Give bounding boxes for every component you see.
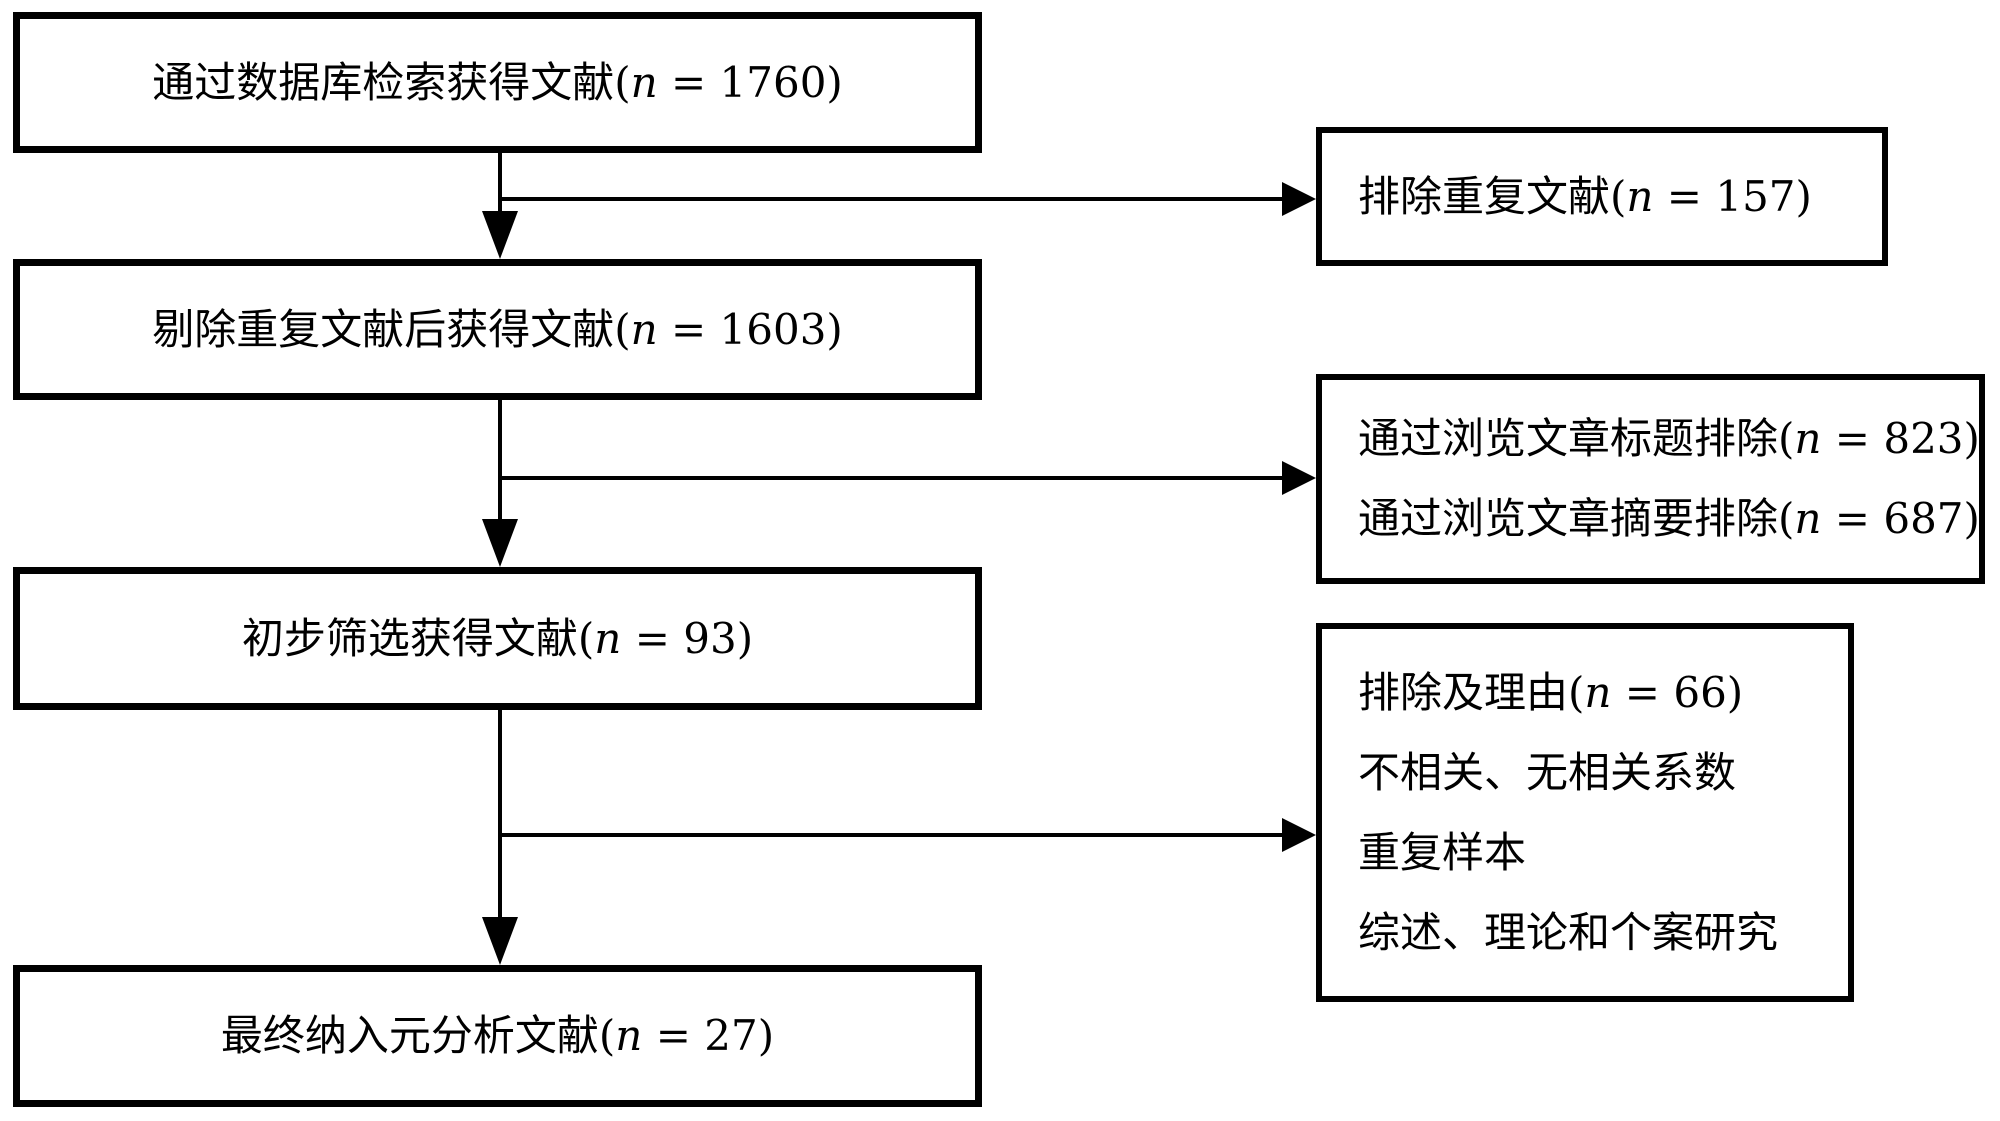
- box-excluded-title-abstract: 通过浏览文章标题排除(n = 823) 通过浏览文章摘要排除(n = 687): [1316, 374, 1985, 584]
- connector-vertical-1: [498, 153, 502, 213]
- label-segment: 重复样本: [1358, 827, 1527, 877]
- arrowhead-right-3-icon: [1282, 818, 1316, 852]
- label-segment: = 157): [1653, 171, 1812, 221]
- connector-vertical-3: [498, 710, 502, 919]
- connector-branch-1: [500, 197, 1282, 201]
- exclusion-reasons-title: 排除及理由(n = 66): [1358, 653, 1743, 733]
- n-symbol: n: [630, 57, 658, 107]
- label-segment: 初步筛选获得文献(: [241, 613, 595, 663]
- connector-branch-3: [500, 833, 1282, 837]
- arrowhead-right-2-icon: [1282, 461, 1316, 495]
- connector-vertical-2: [498, 400, 502, 521]
- box-after-dedup: 剔除重复文献后获得文献(n = 1603): [13, 259, 982, 400]
- box-excluded-duplicates-label: 排除重复文献(n = 157): [1358, 157, 1812, 237]
- arrowhead-down-2-icon: [482, 519, 518, 567]
- label-segment: = 27): [642, 1011, 775, 1060]
- box-excluded-reasons: 排除及理由(n = 66) 不相关、无相关系数 重复样本 综述、理论和个案研究: [1316, 623, 1854, 1002]
- box-excluded-duplicates: 排除重复文献(n = 157): [1316, 127, 1888, 266]
- box-final-included-label: 最终纳入元分析文献(n = 27): [221, 996, 774, 1076]
- exclusion-reason-duplicate-sample: 重复样本: [1358, 813, 1526, 893]
- excluded-by-title-label: 通过浏览文章标题排除(n = 823): [1358, 399, 1980, 479]
- label-segment: 不相关、无相关系数: [1358, 747, 1737, 797]
- label-segment: 排除及理由(: [1358, 667, 1585, 717]
- label-segment: 排除重复文献(: [1358, 171, 1627, 221]
- box-initial-screening: 初步筛选获得文献(n = 93): [13, 567, 982, 710]
- excluded-by-abstract-label: 通过浏览文章摘要排除(n = 687): [1358, 479, 1980, 559]
- label-segment: = 823): [1821, 414, 1980, 463]
- exclusion-reason-review-theory-case: 综述、理论和个案研究: [1358, 893, 1778, 973]
- label-segment: 最终纳入元分析文献(: [220, 1011, 616, 1060]
- label-segment: = 93): [621, 613, 754, 663]
- exclusion-reason-irrelevant: 不相关、无相关系数: [1358, 733, 1736, 813]
- label-segment: 剔除重复文献后获得文献(: [152, 304, 631, 354]
- box-final-included: 最终纳入元分析文献(n = 27): [13, 965, 982, 1107]
- label-segment: = 687): [1821, 494, 1980, 543]
- n-symbol: n: [594, 613, 622, 663]
- arrowhead-down-3-icon: [482, 917, 518, 965]
- box-after-dedup-label: 剔除重复文献后获得文献(n = 1603): [152, 290, 843, 370]
- label-segment: 通过数据库检索获得文献(: [152, 57, 631, 107]
- label-segment: = 1760): [657, 57, 843, 107]
- arrowhead-down-1-icon: [482, 211, 518, 259]
- n-symbol: n: [630, 304, 658, 354]
- box-initial-screening-label: 初步筛选获得文献(n = 93): [242, 599, 753, 679]
- arrowhead-right-1-icon: [1282, 182, 1316, 216]
- label-segment: 通过浏览文章标题排除(: [1358, 414, 1795, 463]
- n-symbol: n: [615, 1011, 643, 1060]
- label-segment: 综述、理论和个案研究: [1358, 907, 1779, 957]
- box-database-search-label: 通过数据库检索获得文献(n = 1760): [152, 43, 843, 123]
- n-symbol: n: [1584, 667, 1612, 717]
- n-symbol: n: [1794, 414, 1822, 463]
- label-segment: = 1603): [657, 304, 843, 354]
- label-segment: 通过浏览文章摘要排除(: [1358, 494, 1795, 543]
- box-database-search: 通过数据库检索获得文献(n = 1760): [13, 12, 982, 153]
- connector-branch-2: [500, 476, 1282, 480]
- n-symbol: n: [1626, 171, 1654, 221]
- n-symbol: n: [1794, 494, 1822, 543]
- label-segment: = 66): [1611, 667, 1744, 717]
